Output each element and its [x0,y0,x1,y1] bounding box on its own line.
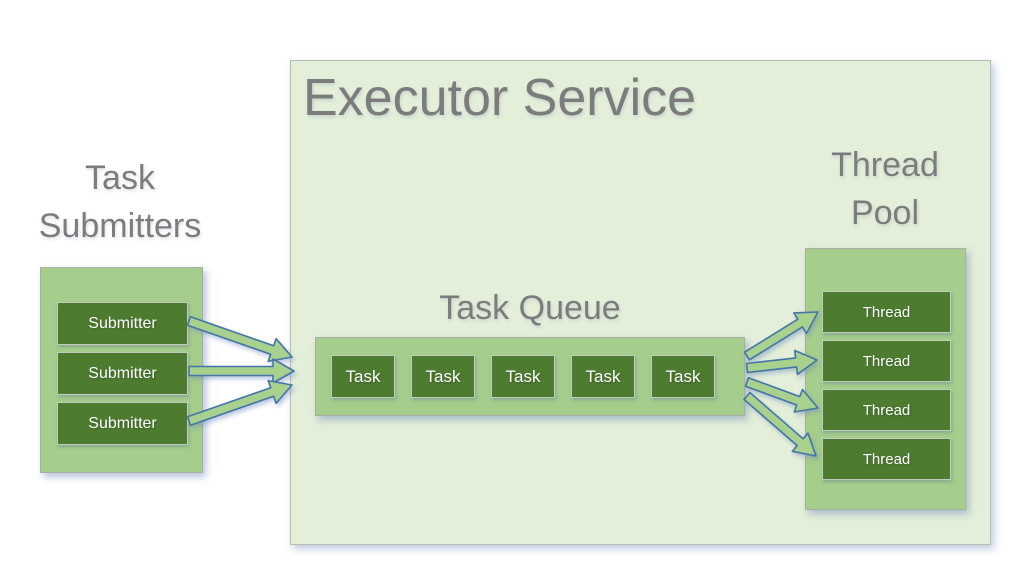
thread-node: Thread [822,438,951,480]
submitter-node: Submitter [57,402,188,445]
flow-arrow [188,358,295,384]
thread-node: Thread [822,389,951,431]
task-submitters-title: Task Submitters [38,159,202,245]
flow-arrow [186,379,293,427]
submitter-node: Submitter [57,352,188,395]
task-queue-container: Task Task Task Task Task [315,337,745,416]
executor-service-title: Executor Service [303,69,697,127]
task-node: Task [411,355,475,398]
submitter-node: Submitter [57,302,188,345]
task-node: Task [651,355,715,398]
thread-pool-title: Thread Pool [831,146,939,232]
task-node: Task [571,355,635,398]
flow-arrow [186,315,293,363]
thread-node: Thread [822,340,951,382]
thread-node: Thread [822,291,951,333]
task-node: Task [491,355,555,398]
task-node: Task [331,355,395,398]
task-queue-title: Task Queue [439,289,621,327]
